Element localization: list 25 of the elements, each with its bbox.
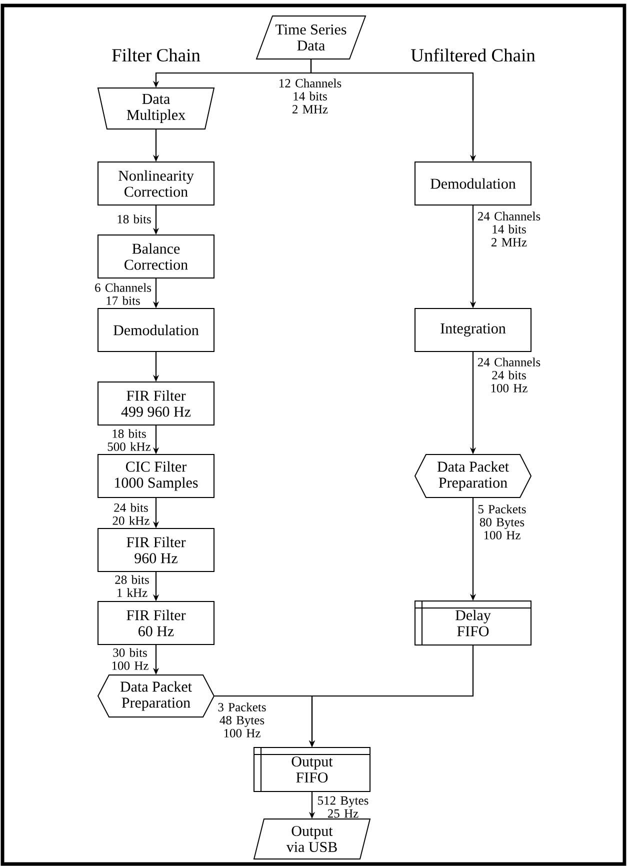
edge-label: 30 bits 100 Hz [112, 648, 148, 670]
edge-label: 5 Packets 80 Bytes 100 Hz [478, 504, 526, 540]
process-box: FIR Filter 960 Hz [98, 528, 214, 572]
fifo-box: Delay FIFO [414, 600, 532, 646]
process-box: CIC Filter 1000 Samples [98, 454, 214, 498]
fifo-box: Output FIFO [254, 747, 370, 792]
process-box: Integration [414, 308, 532, 352]
edge-label: 18 bits [118, 214, 151, 224]
edge-label: 3 Packets 48 Bytes 100 Hz [218, 702, 266, 738]
edge-label: 6 Channels 17 bits [95, 283, 152, 305]
column-heading: Unfiltered Chain [410, 48, 536, 62]
process-box: FIR Filter 499 960 Hz [98, 382, 214, 426]
process-box: Balance Correction [98, 234, 214, 278]
column-heading: Filter Chain [112, 48, 200, 62]
process-box: Nonlinearity Correction [98, 162, 214, 206]
edge-label: 24 bits 20 kHz [112, 503, 150, 525]
process-box: Demodulation [414, 162, 532, 206]
edge-label: 18 bits 500 kHz [108, 429, 151, 451]
edge-label: 24 Channels 14 bits 2 MHz [478, 212, 540, 246]
edge-label: 24 Channels 24 bits 100 Hz [478, 358, 540, 392]
edge-label: 28 bits 1 kHz [115, 575, 149, 597]
process-box: FIR Filter 60 Hz [98, 601, 214, 645]
edge-label: 12 Channels 14 bits 2 MHz [280, 78, 342, 114]
process-box: Demodulation [98, 308, 214, 352]
edge-label: 512 Bytes 25 Hz [318, 796, 368, 818]
